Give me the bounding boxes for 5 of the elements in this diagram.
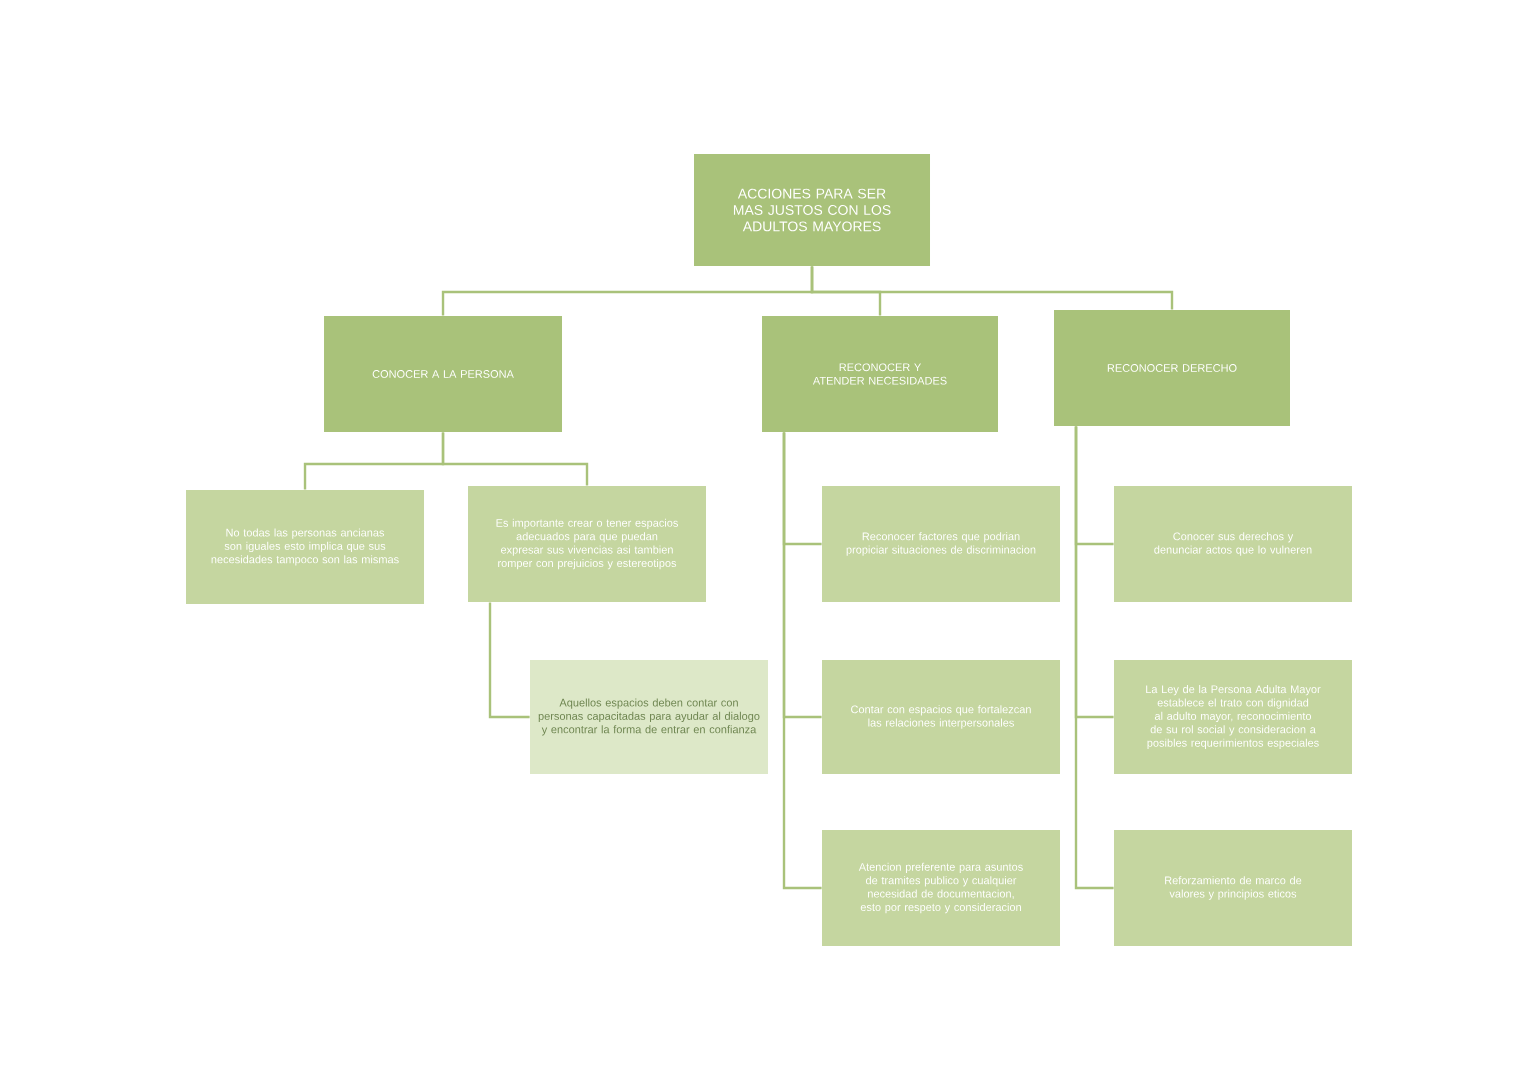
connector-line [488,602,530,719]
connector-line [782,432,822,890]
connector-line [441,432,589,486]
connector-line [1074,426,1114,890]
connector-line [810,266,1174,310]
